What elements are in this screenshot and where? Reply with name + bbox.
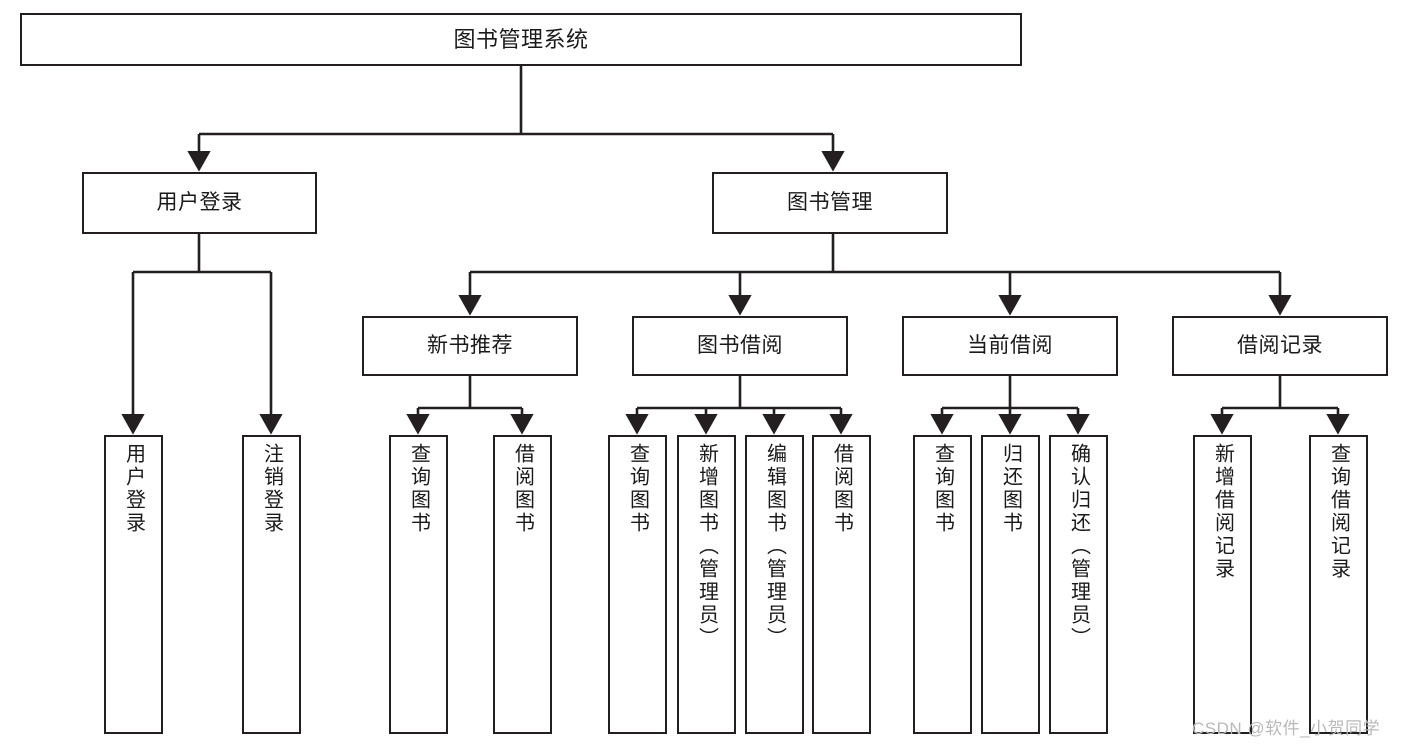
node-label: 归还图书	[999, 443, 1022, 535]
node-label: 注销登录	[260, 443, 283, 535]
node-label: 借阅图书	[830, 443, 853, 535]
node-label: 查询图书	[407, 443, 430, 535]
node-label: 图书借阅	[697, 333, 783, 357]
node-label: 编辑图书（管理员）	[763, 443, 786, 650]
node-label: 新增图书（管理员）	[695, 443, 718, 650]
node-label: 查询图书	[626, 443, 649, 535]
node-label: 查询图书	[931, 443, 954, 535]
leaf-borrow-record-query[interactable]: 查询借阅记录	[1309, 435, 1368, 734]
node-label: 当前借阅	[967, 333, 1053, 357]
leaf-new-book-query[interactable]: 查询图书	[389, 435, 448, 734]
node-label: 查询借阅记录	[1327, 443, 1350, 581]
leaf-new-book-borrow[interactable]: 借阅图书	[493, 435, 552, 734]
leaf-book-borrow-edit[interactable]: 编辑图书（管理员）	[745, 435, 804, 734]
node-label: 图书管理	[787, 190, 873, 214]
node-root-book-management-system[interactable]: 图书管理系统	[20, 13, 1022, 66]
node-book-borrow[interactable]: 图书借阅	[632, 316, 848, 376]
node-label: 借阅记录	[1237, 333, 1323, 357]
node-label: 用户登录	[156, 190, 243, 214]
leaf-borrow-record-add[interactable]: 新增借阅记录	[1193, 435, 1252, 734]
leaf-current-borrow-return[interactable]: 归还图书	[981, 435, 1040, 734]
node-label: 图书管理系统	[453, 26, 589, 52]
node-borrow-record[interactable]: 借阅记录	[1172, 316, 1388, 376]
node-user-login[interactable]: 用户登录	[82, 172, 317, 234]
node-label: 新书推荐	[427, 333, 513, 357]
node-label: 借阅图书	[511, 443, 534, 535]
node-label: 新增借阅记录	[1211, 443, 1234, 581]
leaf-book-borrow-query[interactable]: 查询图书	[608, 435, 667, 734]
node-current-borrow[interactable]: 当前借阅	[902, 316, 1118, 376]
node-book-management[interactable]: 图书管理	[712, 172, 948, 234]
node-label: 用户登录	[122, 443, 145, 535]
leaf-user-login-logout[interactable]: 注销登录	[242, 435, 301, 734]
leaf-user-login-login[interactable]: 用户登录	[104, 435, 163, 734]
leaf-book-borrow-borrow[interactable]: 借阅图书	[812, 435, 871, 734]
csdn-watermark: CSDN @软件_小贺同学	[1192, 719, 1381, 738]
node-label: 确认归还（管理员）	[1067, 443, 1090, 650]
node-new-book-recommend[interactable]: 新书推荐	[362, 316, 578, 376]
leaf-current-borrow-confirm-return[interactable]: 确认归还（管理员）	[1049, 435, 1108, 734]
leaf-current-borrow-query[interactable]: 查询图书	[913, 435, 972, 734]
leaf-book-borrow-add[interactable]: 新增图书（管理员）	[677, 435, 736, 734]
